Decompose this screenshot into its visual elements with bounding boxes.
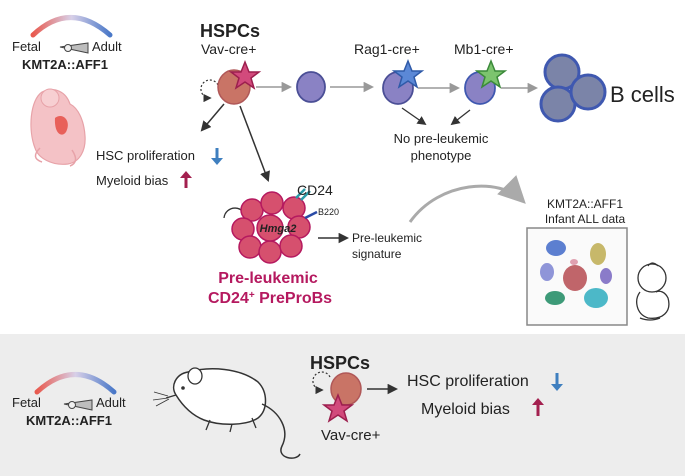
hmga2-label: Hmga2	[260, 223, 297, 235]
infant-icon	[636, 262, 670, 321]
progenitor-cell	[296, 71, 326, 103]
stage-wedge-icon-bottom	[63, 399, 93, 411]
model-label: KMT2A::AFF1	[22, 57, 108, 72]
b220-label: B220	[318, 207, 339, 217]
no-phenotype-line2: phenotype	[411, 148, 472, 163]
rag1-cell	[382, 58, 425, 105]
blue-star-icon	[391, 58, 425, 89]
cluster-olive	[590, 243, 606, 265]
up-arrow-icon	[180, 171, 192, 188]
hspc-cell	[200, 59, 262, 105]
hspcs-title: HSPCs	[200, 21, 260, 41]
preleukemic-title: Pre-leukemic	[218, 270, 318, 287]
stage-arc	[30, 15, 113, 38]
mouse-icon	[152, 367, 301, 459]
cluster-pink	[570, 259, 578, 265]
self-renewal-icon	[200, 79, 219, 103]
hspc-cell-bottom	[312, 371, 362, 423]
vav-cre-label-bottom: Vav-cre+	[321, 427, 381, 444]
arrow-hspc-to-preprob	[239, 105, 270, 182]
stage-adult-bottom: Adult	[96, 395, 126, 410]
signature-line1: Pre-leukemic	[352, 231, 422, 245]
arrow-mb1-to-no-phenotype	[450, 109, 471, 126]
down-arrow-icon-bottom	[551, 373, 563, 391]
cluster-lavender	[540, 263, 554, 281]
vav-cre-label: Vav-cre+	[201, 41, 256, 57]
hsc-proliferation-label-bottom: HSC proliferation	[407, 373, 529, 390]
stage-knob-icon-bottom	[68, 401, 76, 409]
no-phenotype-line1: No pre-leukemic	[394, 131, 489, 146]
stage-adult: Adult	[92, 39, 122, 54]
pink-star-icon	[228, 59, 262, 90]
hspcs-title-bottom: HSPCs	[310, 353, 370, 373]
b-cells-cluster	[539, 53, 607, 123]
self-renewal-icon-bottom	[312, 371, 331, 395]
signature-line2: signature	[352, 247, 402, 261]
stage-arc-bottom	[34, 372, 117, 395]
bottom-panel: Fetal Adult KMT2A::AFF1 HSPCs Vav-cre+ H…	[12, 353, 563, 459]
myeloid-bias-label: Myeloid bias	[96, 173, 169, 188]
mb1-cell	[464, 58, 508, 105]
cd24-receptor-icon	[295, 188, 306, 199]
b-cells-label: B cells	[610, 82, 675, 107]
preleukemic-subtitle: CD24+ PreProBs	[208, 290, 332, 308]
preprob-cluster	[223, 188, 318, 264]
arrow-hspc-to-outcomes	[200, 103, 225, 132]
cd24-label: CD24	[297, 182, 333, 198]
cluster-blue	[546, 240, 566, 256]
hsc-proliferation-label: HSC proliferation	[96, 148, 195, 163]
stage-wedge-icon	[59, 42, 89, 54]
b220-receptor-icon	[304, 210, 318, 220]
green-star-icon	[474, 58, 508, 89]
mb1-cre-label: Mb1-cre+	[454, 41, 514, 57]
umap-clusters	[540, 240, 612, 308]
down-arrow-icon	[211, 148, 223, 165]
cluster-title-line1: KMT2A::AFF1	[547, 197, 623, 211]
up-arrow-icon-bottom	[532, 398, 544, 416]
stage-indicator-bottom: Fetal Adult KMT2A::AFF1	[12, 372, 126, 428]
stage-indicator: Fetal Adult KMT2A::AFF1	[12, 15, 122, 72]
pink-star-icon-bottom	[321, 392, 355, 423]
curved-arrow-to-data	[408, 175, 526, 223]
embryo-icon	[30, 88, 86, 167]
arrow-rag1-to-no-phenotype	[401, 107, 427, 126]
model-label-bottom: KMT2A::AFF1	[26, 413, 112, 428]
cluster-title-line2: Infant ALL data	[545, 212, 626, 226]
cluster-red	[563, 265, 587, 291]
stage-fetal: Fetal	[12, 39, 41, 54]
myeloid-bias-label-bottom: Myeloid bias	[421, 401, 510, 418]
cluster-green	[545, 291, 565, 305]
top-panel: Fetal Adult KMT2A::AFF1 HSPCs Vav-cre+ R…	[12, 15, 675, 326]
rag1-cre-label: Rag1-cre+	[354, 41, 420, 57]
cluster-purple	[600, 268, 612, 284]
stage-fetal-bottom: Fetal	[12, 395, 41, 410]
stage-knob-icon	[64, 44, 72, 52]
cluster-teal	[584, 288, 608, 308]
